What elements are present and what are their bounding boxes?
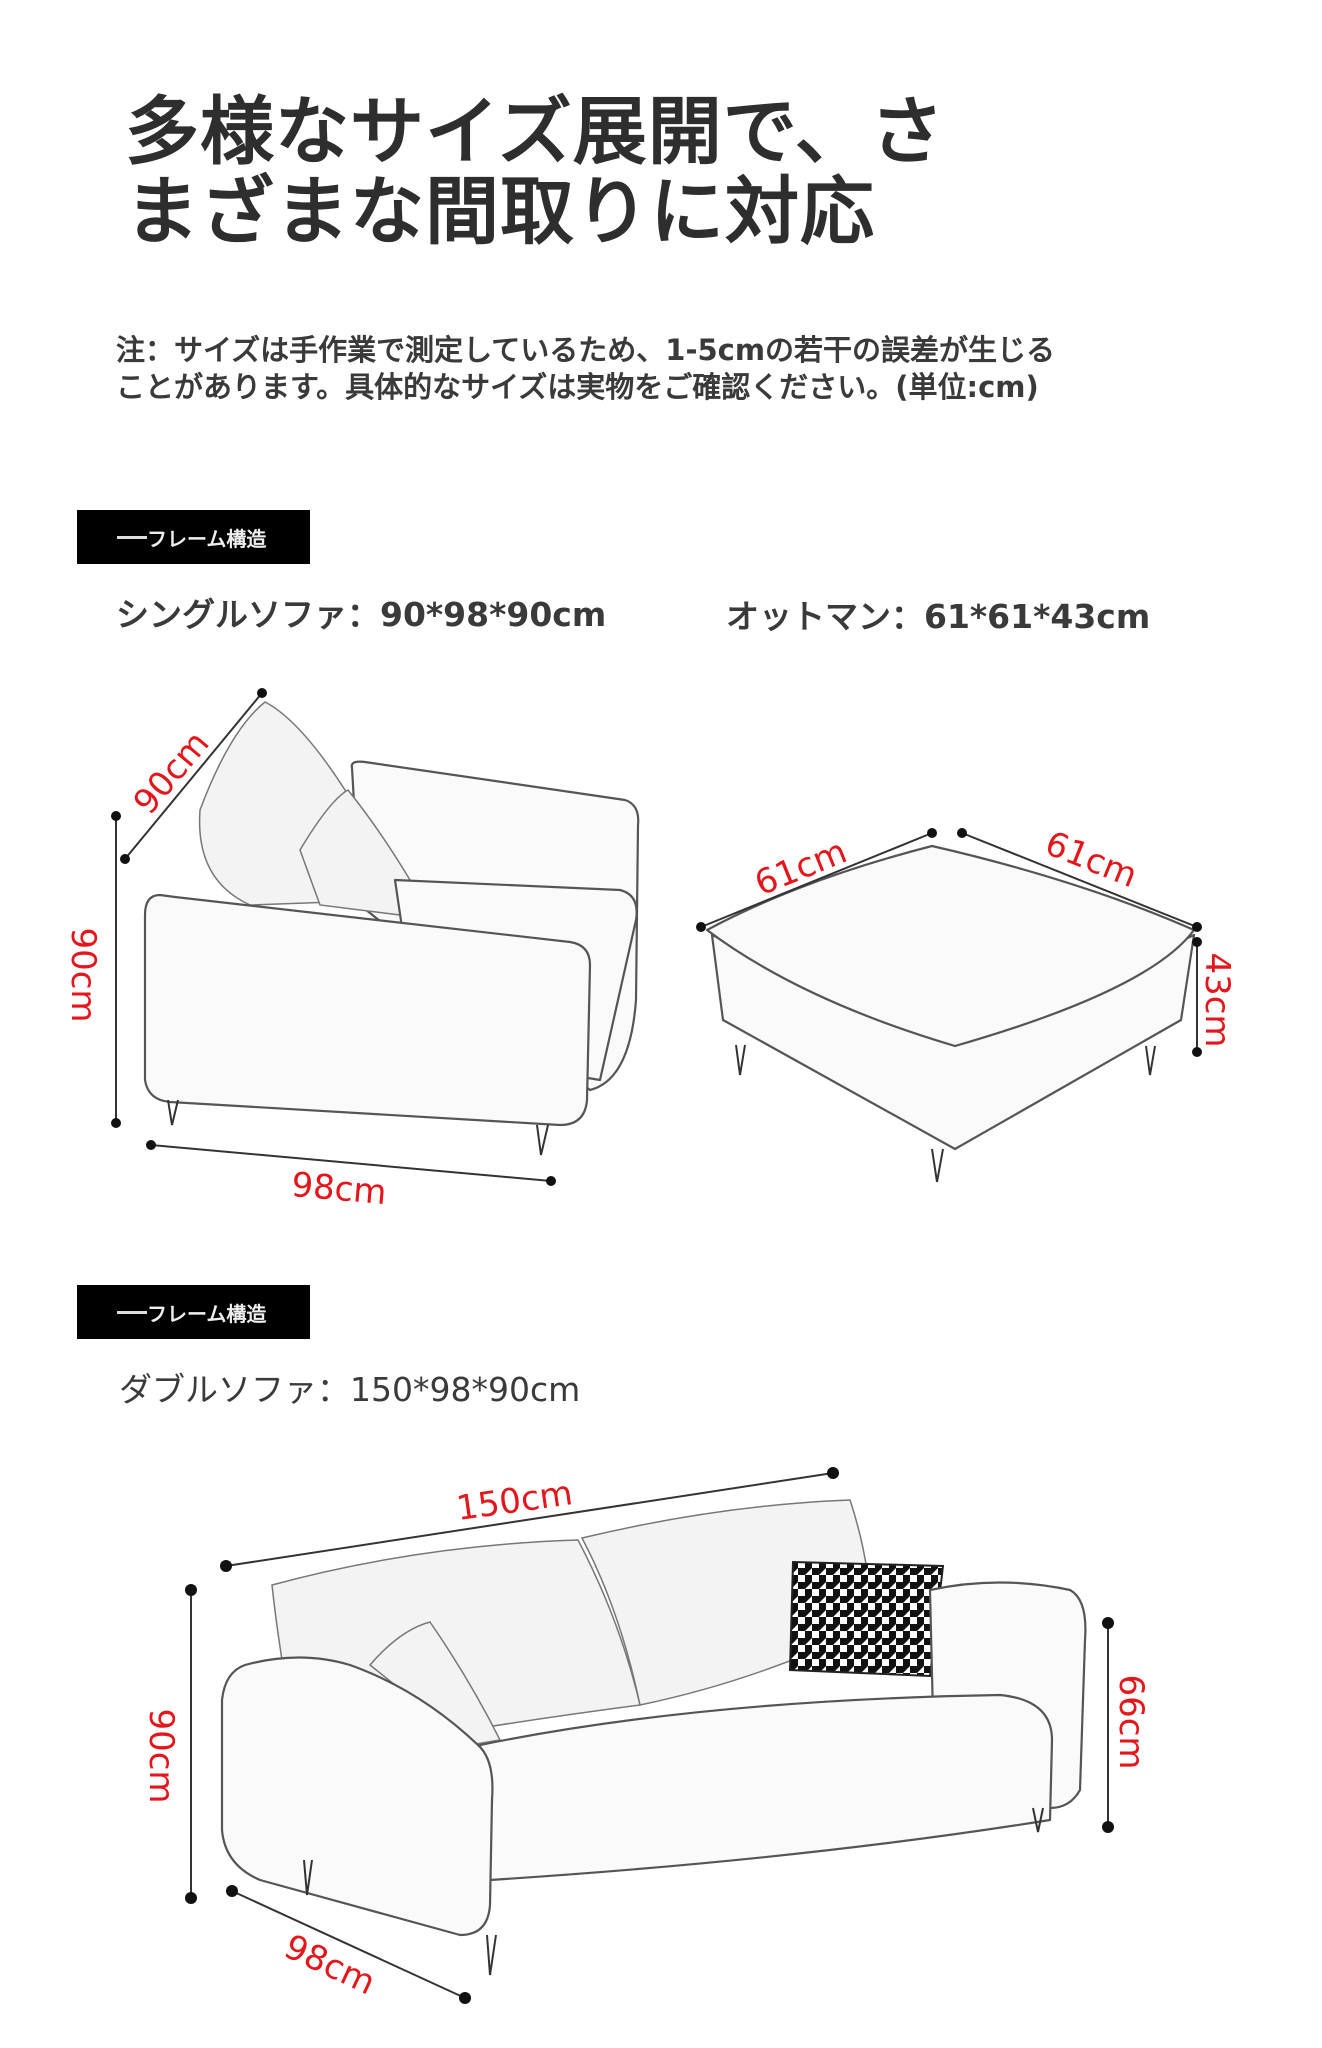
dim-depth-label: 98cm bbox=[278, 1927, 381, 2003]
title-line-2: まざまな間取りに対応 bbox=[125, 169, 875, 255]
dim-height-label: 43cm bbox=[1197, 952, 1237, 1047]
ottoman-spec: オットマン：61*61*43cm bbox=[726, 597, 1151, 636]
dim-height-label: 90cm bbox=[141, 1708, 181, 1803]
dim-height-label: 90cm bbox=[63, 927, 103, 1022]
dash-icon bbox=[117, 535, 147, 539]
single-sofa-spec: シングルソファ：90*98*90cm bbox=[116, 595, 607, 634]
title-line-1: 多様なサイズ展開で、さ bbox=[125, 89, 945, 175]
dim-seat-height-label: 66cm bbox=[1111, 1674, 1151, 1769]
double-sofa-spec: ダブルソファ：150*98*90cm bbox=[119, 1370, 581, 1409]
dim-width-label: 150cm bbox=[454, 1473, 575, 1529]
dash-icon bbox=[117, 1310, 147, 1314]
section-label-text: フレーム構造 bbox=[147, 526, 267, 551]
section-label-frame-2: フレーム構造 bbox=[77, 1285, 310, 1339]
houndstooth-pillow bbox=[788, 1560, 945, 1678]
section-label-frame-1: フレーム構造 bbox=[77, 510, 310, 564]
page-title: 多様なサイズ展開で、さ まざまな間取りに対応 bbox=[125, 92, 945, 252]
ottoman-drawing bbox=[705, 844, 1196, 1183]
single-sofa-drawing bbox=[143, 701, 640, 1156]
dim-width-label: 98cm bbox=[290, 1165, 388, 1213]
measurement-note: 注：サイズは手作業で測定しているため、1-5cmの若干の誤差が生じることがありま… bbox=[116, 333, 1056, 404]
double-sofa-drawing bbox=[220, 1499, 1087, 1976]
section-label-text: フレーム構造 bbox=[147, 1301, 267, 1326]
